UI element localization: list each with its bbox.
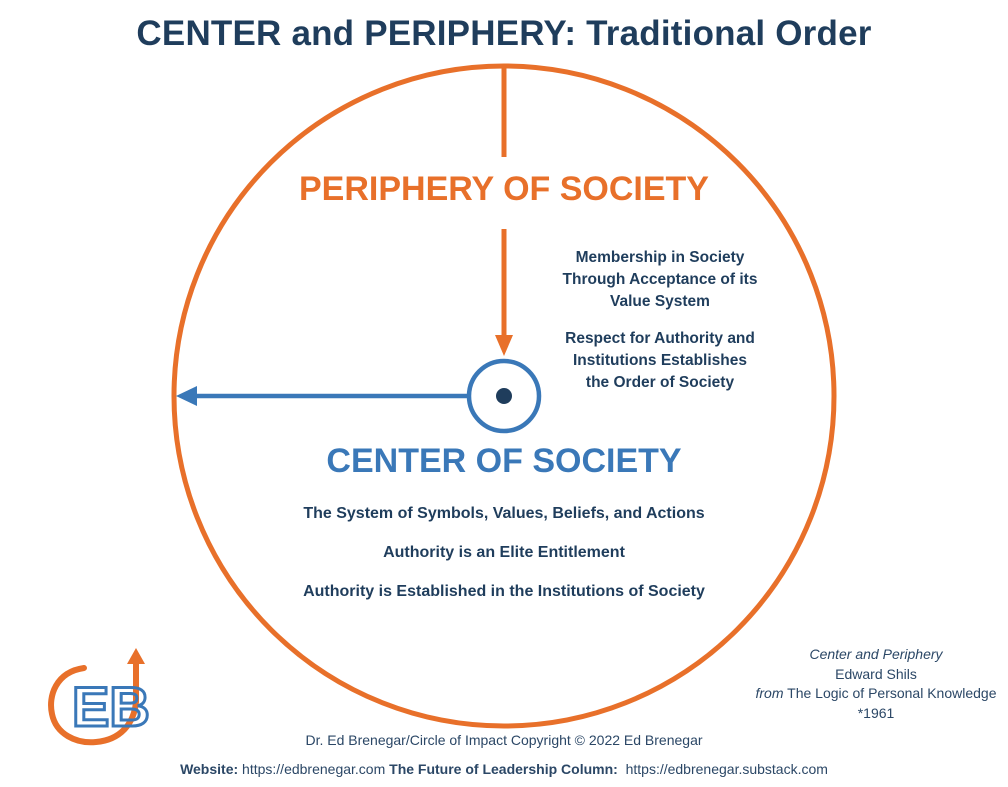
column-link[interactable]: https://edbrenegar.substack.com (625, 761, 828, 777)
page-title: CENTER and PERIPHERY: Traditional Order (136, 14, 872, 53)
eb-logo-icon: EB (48, 648, 151, 746)
center-line-symbols: The System of Symbols, Values, Beliefs, … (303, 505, 705, 522)
center-dot (496, 388, 512, 404)
periphery-circle (171, 63, 837, 729)
citation-year: *1961 (857, 704, 895, 721)
center-line-institutions: Authority is Established in the Institut… (303, 583, 705, 600)
website-label: Website: (180, 761, 239, 777)
citation-source: from The Logic of Personal Knowledge (755, 685, 997, 701)
membership-note: Membership in Society Through Acceptance… (562, 249, 758, 310)
center-arrowhead (176, 386, 197, 406)
center-line-elite: Authority is an Elite Entitlement (383, 544, 625, 561)
periphery-notes: Membership in Society Through Acceptance… (540, 247, 780, 409)
periphery-arrowhead (495, 335, 513, 356)
citation: Center and Periphery Edward Shils from T… (745, 645, 1007, 723)
citation-author: Edward Shils (835, 665, 917, 682)
column-label: The Future of Leadership Column: (389, 761, 618, 777)
citation-work: Center and Periphery (809, 646, 943, 662)
footer: Website: https://edbrenegar.com The Futu… (0, 761, 1008, 777)
website-link[interactable]: https://edbrenegar.com (242, 761, 386, 777)
center-heading: CENTER OF SOCIETY (326, 442, 682, 480)
periphery-heading: PERIPHERY OF SOCIETY (299, 170, 709, 208)
copyright-text: Dr. Ed Brenegar/Circle of Impact Copyrig… (305, 732, 703, 748)
svg-text:EB: EB (72, 675, 150, 738)
respect-note: Respect for Authority and Institutions E… (565, 330, 755, 391)
center-notes: The System of Symbols, Values, Beliefs, … (200, 503, 808, 620)
